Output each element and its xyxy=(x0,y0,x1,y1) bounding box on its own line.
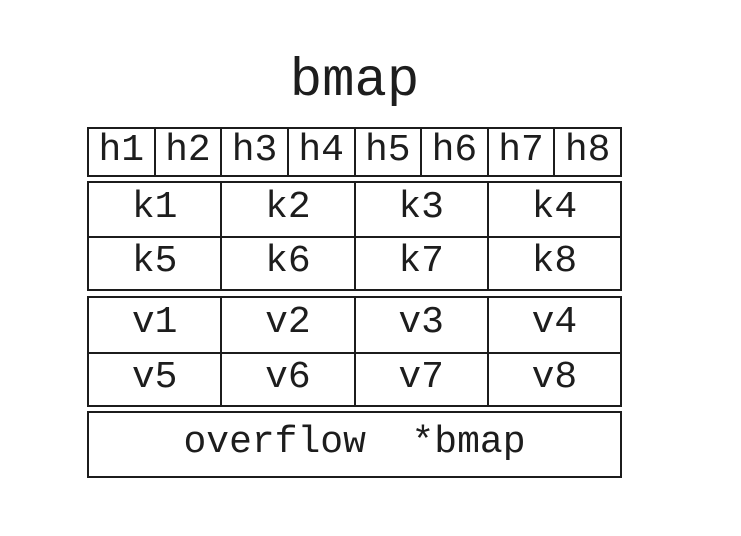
overflow-row: overflow *bmap xyxy=(89,413,620,476)
cell-v6: v6 xyxy=(220,353,353,405)
diagram-title: bmap xyxy=(289,51,420,112)
cell-h5: h5 xyxy=(353,129,421,175)
overflow-pointer-label: overflow *bmap xyxy=(183,421,526,464)
cell-v1: v1 xyxy=(131,301,178,345)
cell-h2: h2 xyxy=(153,129,221,175)
cell-v4: v4 xyxy=(486,298,620,352)
values-row-1: v1 v2 v3 v4 xyxy=(89,298,620,352)
cell-h1: h1 xyxy=(98,129,145,172)
values-row-2: v5 v6 v7 v8 xyxy=(89,351,620,405)
bmap-struct-table: h1 h2 h3 h4 h5 h6 h7 h8 k1 k2 k3 k4 k5 k… xyxy=(87,127,622,478)
cell-k7: k7 xyxy=(353,238,487,289)
cell-k1: k1 xyxy=(131,186,178,229)
cell-k6: k6 xyxy=(220,238,353,289)
cell-h7: h7 xyxy=(486,129,554,175)
cell-h8: h8 xyxy=(553,129,620,175)
cell-k2: k2 xyxy=(220,183,353,236)
cell-h3: h3 xyxy=(220,129,287,175)
cell-v5: v5 xyxy=(131,355,178,399)
tophash-row: h1 h2 h3 h4 h5 h6 h7 h8 xyxy=(89,129,620,175)
cell-k8: k8 xyxy=(486,238,620,289)
overflow-block: overflow *bmap xyxy=(87,411,622,478)
cell-v3: v3 xyxy=(353,298,487,352)
keys-row-1: k1 k2 k3 k4 xyxy=(89,183,620,236)
cell-v7: v7 xyxy=(353,353,487,405)
cell-v8: v8 xyxy=(486,353,620,405)
cell-k3: k3 xyxy=(353,183,487,236)
cell-h4: h4 xyxy=(286,129,354,175)
cell-h6: h6 xyxy=(420,129,487,175)
keys-row-2: k5 k6 k7 k8 xyxy=(89,236,620,289)
tophash-block: h1 h2 h3 h4 h5 h6 h7 h8 xyxy=(87,127,622,177)
keys-block: k1 k2 k3 k4 k5 k6 k7 k8 xyxy=(87,181,622,291)
cell-k4: k4 xyxy=(486,183,620,236)
values-block: v1 v2 v3 v4 v5 v6 v7 v8 xyxy=(87,296,622,407)
cell-v2: v2 xyxy=(220,298,353,352)
cell-k5: k5 xyxy=(131,240,178,283)
